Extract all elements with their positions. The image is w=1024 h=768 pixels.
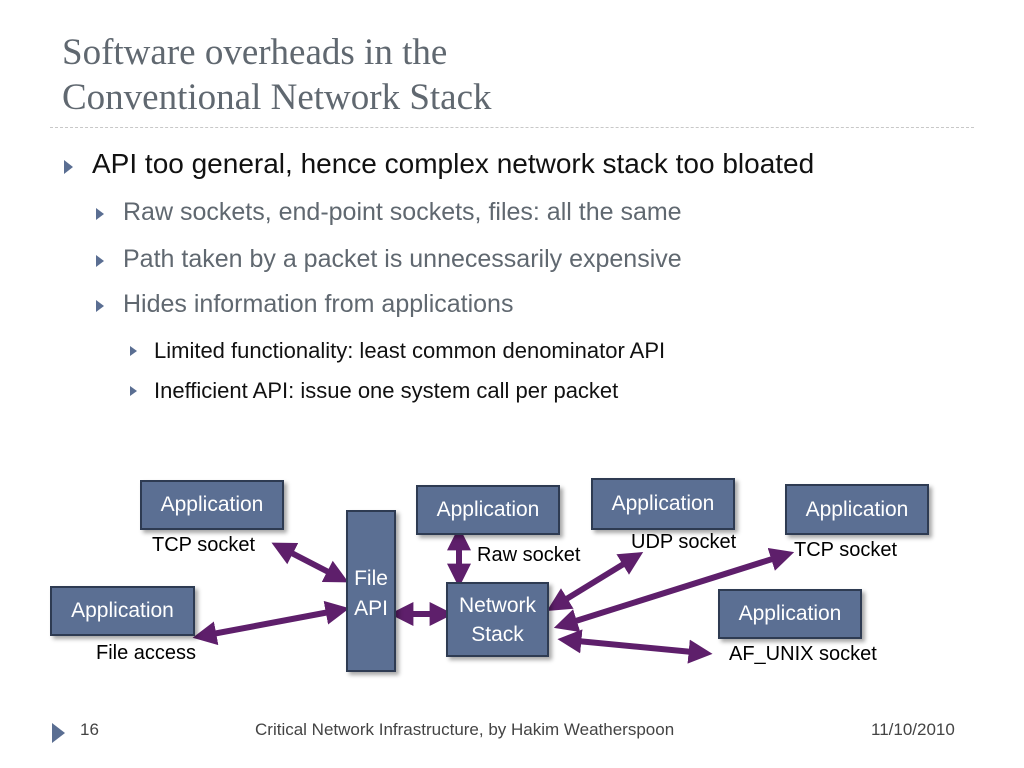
bullet-arrow-icon (96, 300, 104, 312)
slide-title: Software overheads in the Conventional N… (62, 30, 492, 120)
arrow-af-unix (557, 629, 713, 664)
bullet-arrow-icon (130, 386, 137, 396)
arrow-tcp-right (553, 547, 795, 633)
page-number: 16 (80, 720, 99, 739)
bullet-item: Inefficient API: issue one system call p… (130, 378, 619, 404)
application-box-udp: Application (591, 478, 735, 530)
footer-arrow-icon (52, 723, 65, 743)
application-box-raw: Application (416, 485, 560, 535)
bullet-arrow-icon (130, 346, 137, 356)
bullet-arrow-icon (96, 208, 104, 220)
footer-title: Critical Network Infrastructure, by Haki… (255, 720, 675, 739)
file-api-box: File API (346, 510, 396, 672)
bullet-item: Limited functionality: least common deno… (130, 338, 666, 364)
application-box-unix: Application (718, 589, 862, 639)
file-api-line-2: API (354, 597, 388, 620)
arrow-file-access (192, 600, 350, 646)
raw-socket-label: Raw socket (477, 544, 581, 566)
file-api-line-1: File (354, 567, 388, 590)
bullet-item: Path taken by a packet is unnecessarily … (96, 245, 682, 274)
af-unix-socket-label: AF_UNIX socket (729, 643, 877, 665)
tcp-socket-label-left: TCP socket (152, 534, 255, 556)
network-stack-box: Network Stack (446, 582, 549, 657)
tcp-socket-label-right: TCP socket (794, 539, 897, 561)
udp-socket-label: UDP socket (631, 531, 737, 553)
bullet-item: API too general, hence complex network s… (64, 148, 815, 180)
network-stack-line-1: Network (458, 593, 537, 617)
footer-date: 11/10/2010 (871, 720, 955, 739)
bullet-arrow-icon (64, 160, 73, 174)
title-divider (50, 127, 974, 128)
bullet-text: API too general, hence complex network s… (92, 148, 815, 179)
arrow-tcp-left (271, 542, 349, 583)
bullet-item: Hides information from applications (96, 290, 514, 319)
bullet-arrow-icon (96, 255, 104, 267)
bullet-text: Inefficient API: issue one system call p… (154, 378, 619, 403)
bullet-text: Hides information from applications (123, 290, 514, 318)
application-box-file: Application (50, 586, 195, 636)
file-access-label: File access (96, 642, 197, 664)
bullet-text: Raw sockets, end-point sockets, files: a… (123, 198, 682, 226)
network-stack-line-2: Stack (471, 622, 524, 646)
application-box-tcp-right: Application (785, 484, 929, 535)
slide-title-line-1: Software overheads in the (62, 32, 448, 73)
slide-title-line-2: Conventional Network Stack (62, 77, 492, 118)
bullet-item: Raw sockets, end-point sockets, files: a… (96, 198, 682, 227)
bullet-text: Path taken by a packet is unnecessarily … (123, 245, 682, 273)
application-box-tcp-left: Application (140, 480, 284, 530)
bullet-text: Limited functionality: least common deno… (154, 338, 666, 363)
